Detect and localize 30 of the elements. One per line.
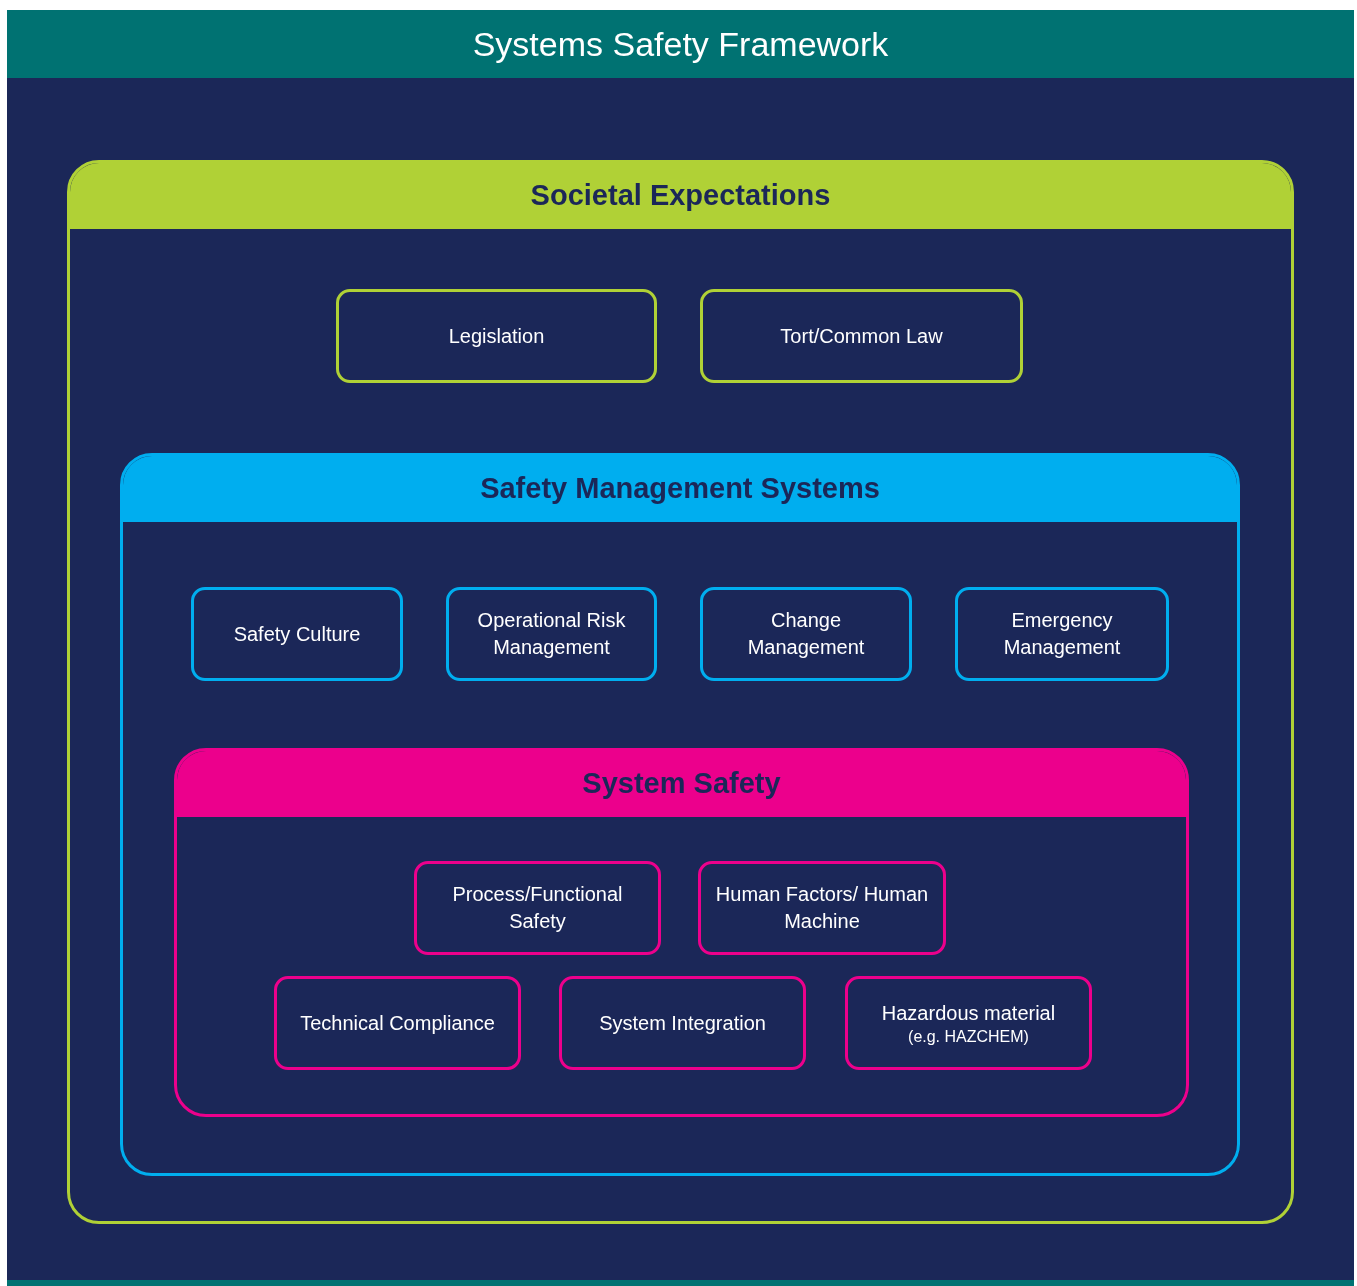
panel-title: System Safety — [582, 766, 781, 802]
item-box — [336, 289, 657, 383]
panel-title: Safety Management Systems — [480, 471, 880, 507]
item-box — [845, 976, 1092, 1070]
item-label: Tort/Common Law — [780, 323, 943, 349]
title: Systems Safety Framework — [472, 23, 889, 65]
item-label: Human Factors/ Human Machine — [714, 882, 930, 934]
item-label: Change Management — [746, 608, 866, 660]
item-box — [700, 289, 1023, 383]
group-panel — [174, 748, 1189, 1117]
item-box — [700, 587, 912, 681]
item-box — [446, 587, 657, 681]
group-panel — [120, 453, 1240, 1176]
item-box — [559, 976, 806, 1070]
item-box — [698, 861, 946, 955]
item-box — [955, 587, 1169, 681]
item-label: Safety Culture — [233, 621, 361, 647]
item-label: Process/Functional Safety — [451, 882, 624, 934]
item-note: (e.g. HAZCHEM) — [908, 1026, 1029, 1047]
item-label: Emergency Management — [1002, 608, 1122, 660]
item-box — [191, 587, 403, 681]
item-box — [274, 976, 521, 1070]
item-box — [414, 861, 661, 955]
panel-title: Societal Expectations — [530, 178, 831, 214]
group-panel — [67, 160, 1294, 1224]
item-label: Operational Risk Management — [476, 608, 627, 660]
item-label: Legislation — [448, 323, 545, 349]
item-label: System Integration — [599, 1010, 766, 1036]
item-label: Technical Compliance — [300, 1010, 495, 1036]
item-label: Hazardous material — [881, 1000, 1056, 1026]
